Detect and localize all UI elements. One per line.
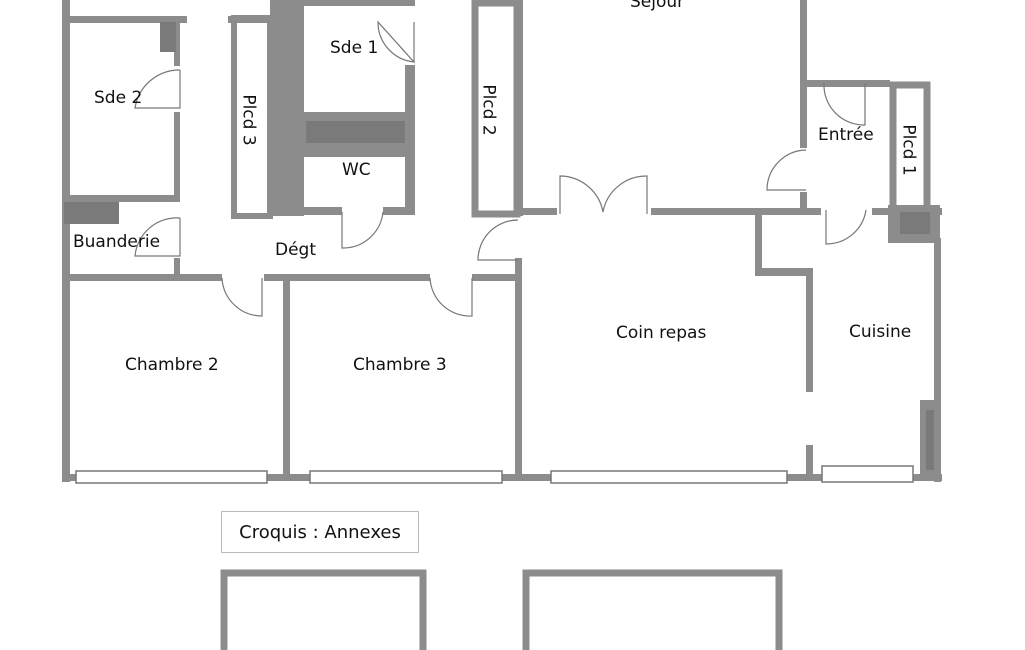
room-label-coin-repas: Coin repas bbox=[616, 323, 707, 343]
annex-caption: Croquis : Annexes bbox=[221, 511, 419, 553]
room-label-chambre2: Chambre 2 bbox=[125, 355, 219, 375]
room-label-plcd1: Plcd 1 bbox=[898, 124, 919, 176]
room-label-sejour: Séjour bbox=[630, 0, 685, 12]
room-label-wc: WC bbox=[342, 160, 371, 180]
doors bbox=[134, 20, 867, 317]
room-label-buanderie: Buanderie bbox=[73, 232, 161, 252]
room-label-sde2: Sde 2 bbox=[94, 88, 143, 108]
room-label-plcd2: Plcd 2 bbox=[478, 84, 499, 136]
walls bbox=[62, 0, 942, 482]
room-label-cuisine: Cuisine bbox=[849, 322, 912, 342]
annex-outlines bbox=[220, 569, 783, 650]
room-label-entree: Entrée bbox=[818, 125, 874, 145]
room-label-plcd3: Plcd 3 bbox=[238, 94, 259, 146]
room-label-sde1: Sde 1 bbox=[330, 38, 379, 58]
room-label-degt: Dégt bbox=[275, 240, 317, 260]
windows bbox=[75, 465, 914, 484]
room-label-chambre3: Chambre 3 bbox=[353, 355, 447, 375]
